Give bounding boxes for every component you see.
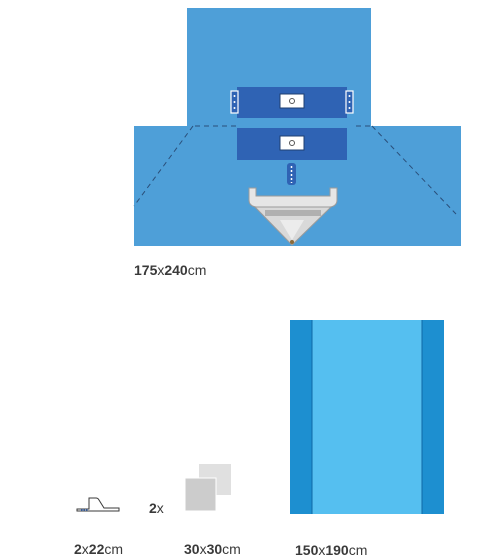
towel-stack-icon bbox=[185, 464, 233, 512]
towel-multiplier: 2x bbox=[149, 500, 164, 516]
cover-right-edge bbox=[422, 320, 444, 514]
adhesive-tape-icon bbox=[76, 494, 120, 514]
towel-size-label: 30x30cm bbox=[184, 541, 241, 557]
adhesive-panel-bottom bbox=[237, 128, 347, 160]
cover-left-edge bbox=[290, 320, 312, 514]
table-cover-illustration bbox=[290, 320, 444, 514]
tape-size-label: 2x22cm bbox=[74, 541, 123, 557]
surgical-drape-illustration bbox=[0, 0, 478, 290]
drain-tube bbox=[287, 163, 296, 185]
table-cover-size-label: 150x190cm bbox=[295, 542, 367, 558]
adhesive-panel-top bbox=[231, 87, 353, 118]
drape-main-size-label: 175x240cm bbox=[134, 262, 206, 278]
